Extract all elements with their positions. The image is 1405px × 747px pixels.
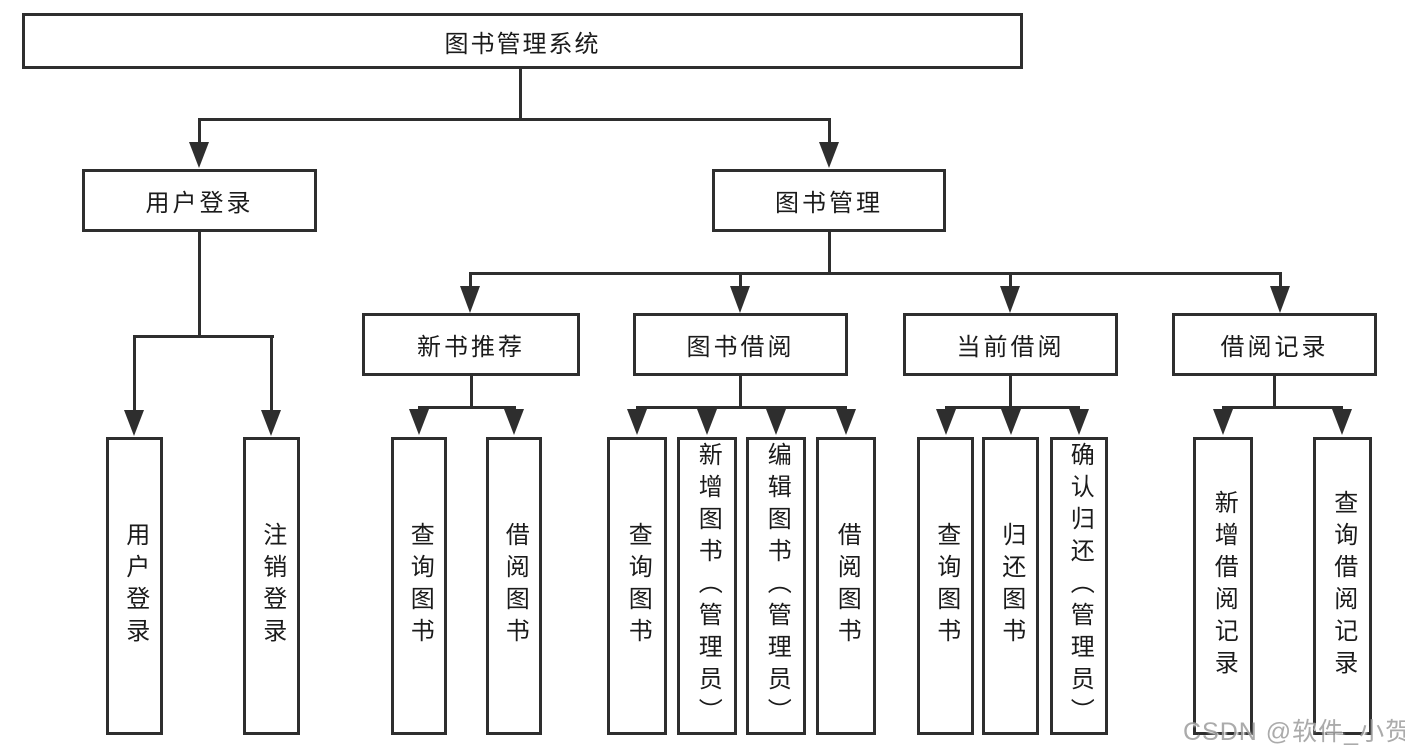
node-new-book-recommend-label: 新书推荐 (417, 334, 525, 361)
leaf-query-borrow-record: 查询借阅记录 (1313, 437, 1372, 735)
node-current-borrow-label: 当前借阅 (956, 334, 1065, 361)
node-root: 图书管理系统 (22, 13, 1023, 69)
node-new-book-recommend: 新书推荐 (362, 313, 580, 376)
arrowhead-down-icon (836, 409, 856, 435)
leaf-confirm-return-admin-label: 确认归还（管理员） (1066, 442, 1094, 730)
connector-line (470, 376, 473, 408)
node-user-login: 用户登录 (82, 169, 317, 232)
connector-line (828, 120, 831, 144)
leaf-query-books-2: 查询图书 (607, 437, 667, 735)
leaf-borrow-books-1-label: 借阅图书 (501, 522, 529, 650)
leaf-query-books-1: 查询图书 (391, 437, 447, 735)
connector-line (133, 335, 274, 338)
leaf-edit-books-admin: 编辑图书（管理员） (746, 437, 806, 735)
node-borrow-records: 借阅记录 (1172, 313, 1377, 376)
arrowhead-down-icon (189, 142, 209, 168)
node-current-borrow: 当前借阅 (903, 313, 1118, 376)
node-borrow-records-label: 借阅记录 (1220, 334, 1329, 361)
arrowhead-down-icon (936, 409, 956, 435)
connector-line (1009, 376, 1012, 408)
leaf-borrow-books-2-label: 借阅图书 (833, 522, 861, 650)
leaf-logout-label: 注销登录 (258, 522, 286, 650)
connector-line (469, 275, 472, 287)
leaf-add-books-admin: 新增图书（管理员） (677, 437, 737, 735)
node-book-borrow-label: 图书借阅 (686, 334, 795, 361)
leaf-borrow-books-1: 借阅图书 (486, 437, 542, 735)
arrowhead-down-icon (627, 409, 647, 435)
arrowhead-down-icon (261, 410, 281, 436)
arrowhead-down-icon (460, 286, 480, 313)
leaf-return-books-label: 归还图书 (997, 522, 1025, 650)
node-root-label: 图书管理系统 (444, 30, 601, 58)
arrowhead-down-icon (766, 409, 786, 435)
leaf-user-login-label: 用户登录 (121, 522, 149, 650)
leaf-query-books-1-label: 查询图书 (406, 522, 434, 650)
leaf-query-books-2-label: 查询图书 (624, 522, 652, 650)
arrowhead-down-icon (1332, 409, 1352, 435)
leaf-borrow-books-2: 借阅图书 (816, 437, 876, 735)
connector-line (469, 272, 1282, 275)
node-book-management: 图书管理 (712, 169, 946, 232)
leaf-confirm-return-admin: 确认归还（管理员） (1050, 437, 1108, 735)
leaf-query-books-3-label: 查询图书 (932, 522, 960, 650)
connector-line (133, 337, 136, 413)
leaf-query-borrow-record-label: 查询借阅记录 (1329, 490, 1357, 682)
leaf-add-books-admin-label: 新增图书（管理员） (694, 442, 722, 730)
connector-line (945, 406, 1080, 409)
connector-line (636, 406, 847, 409)
node-book-management-label: 图书管理 (775, 190, 883, 217)
connector-line (1279, 275, 1282, 287)
connector-line (519, 68, 522, 121)
connector-line (418, 406, 516, 409)
leaf-edit-books-admin-label: 编辑图书（管理员） (763, 442, 791, 730)
arrowhead-down-icon (1000, 286, 1020, 313)
arrowhead-down-icon (697, 409, 717, 435)
csdn-watermark: CSDN @软件_小贺同学 (1183, 718, 1405, 746)
connector-line (198, 118, 831, 121)
node-book-borrow: 图书借阅 (633, 313, 848, 376)
arrowhead-down-icon (1213, 409, 1233, 435)
connector-line (1009, 275, 1012, 287)
arrowhead-down-icon (504, 409, 524, 435)
arrowhead-down-icon (1001, 409, 1021, 435)
leaf-user-login: 用户登录 (106, 437, 163, 735)
leaf-add-borrow-record: 新增借阅记录 (1193, 437, 1253, 735)
connector-line (739, 275, 742, 287)
connector-line (270, 337, 273, 413)
connector-line (828, 232, 831, 275)
node-user-login-label: 用户登录 (145, 190, 254, 217)
leaf-add-borrow-record-label: 新增借阅记录 (1210, 490, 1238, 682)
connector-line (739, 376, 742, 408)
arrowhead-down-icon (730, 286, 750, 313)
leaf-logout: 注销登录 (243, 437, 300, 735)
arrowhead-down-icon (409, 409, 429, 435)
leaf-return-books: 归还图书 (982, 437, 1039, 735)
arrowhead-down-icon (819, 142, 839, 168)
connector-line (198, 231, 201, 338)
arrowhead-down-icon (1270, 286, 1290, 313)
arrowhead-down-icon (1069, 409, 1089, 435)
leaf-query-books-3: 查询图书 (917, 437, 974, 735)
connector-line (1273, 376, 1276, 408)
connector-line (1222, 406, 1343, 409)
connector-line (198, 120, 201, 144)
arrowhead-down-icon (124, 410, 144, 436)
